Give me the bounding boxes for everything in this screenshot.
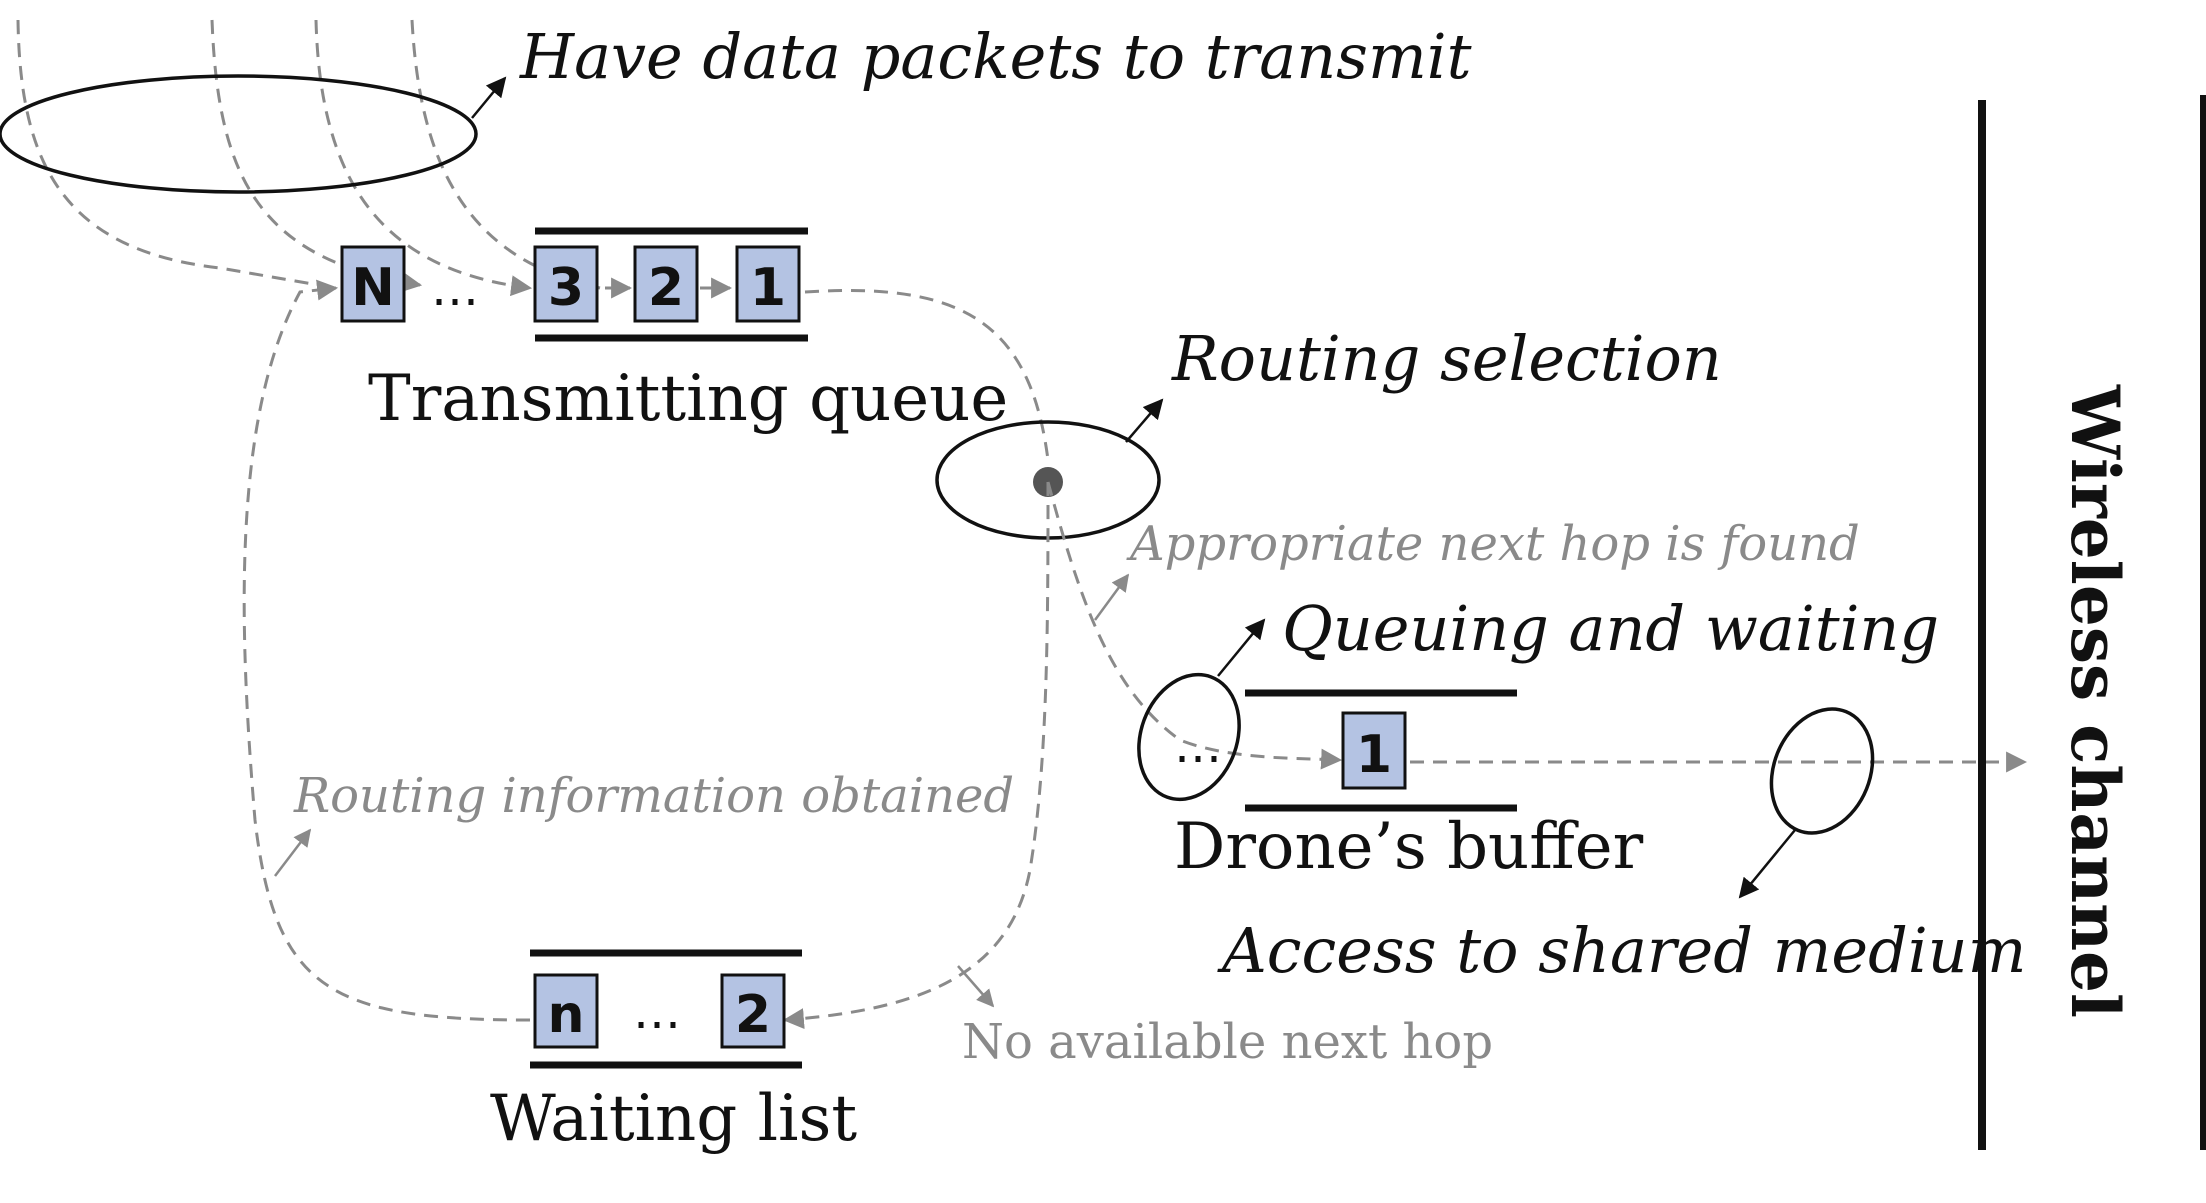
packet-box-1 [735,245,801,323]
drone-buffer: … 1 Queuing and waiting Drone’s buffer [1137,592,1939,884]
wireless-channel-label: Wireless channel [2056,384,2134,1018]
waiting-label-n: n [547,985,584,1045]
routing-selection-label: Routing selection [1171,322,1722,395]
incoming-flow-3 [314,19,533,297]
access-ellipse [1769,707,1875,835]
next-hop-found-pointer [1093,573,1130,621]
transmitting-queue: N … 3 2 1 Transmitting queue [340,227,1008,436]
packet-box-2 [633,245,699,323]
have-packets-label: Have data packets to transmit [519,20,1472,93]
waiting-ellipsis: … [633,984,681,1040]
routing-to-buffer-flow [1046,481,1343,770]
packet-label-1: 1 [750,258,786,318]
drones-buffer-label: Drone’s buffer [1174,810,1644,884]
waiting-box-n [533,973,599,1049]
routing-to-waiting-flow [782,481,1050,1030]
buffer-ellipsis: … [1174,718,1222,774]
packet-box-3 [533,245,599,323]
have-packets-pointer [471,76,507,119]
no-next-hop-label: No available next hop [962,1014,1493,1070]
routing-info-pointer [274,828,312,877]
packet-label-3: 3 [548,258,584,318]
incoming-flow-2 [210,19,423,293]
buffer-entry-ellipse [1137,672,1241,802]
queuing-pointer [1217,618,1266,677]
buffer-label-1: 1 [1356,725,1392,785]
no-next-hop-pointer [957,965,995,1008]
transmitting-queue-label: Transmitting queue [368,362,1008,436]
access-medium-label: Access to shared medium [1217,914,2026,987]
incoming-ellipse [0,74,478,194]
packet-label-n: N [351,258,395,318]
waiting-box-2 [720,973,786,1049]
waiting-list-label: Waiting list [490,1082,857,1156]
packet-box-n [340,245,406,323]
access-pointer [1738,829,1796,899]
waiting-to-queue-flow [242,279,531,1022]
packet-label-2: 2 [648,258,684,318]
routing-pointer [1125,398,1164,443]
routing-info-label: Routing information obtained [293,768,1014,824]
queue-ellipsis: … [431,261,479,317]
incoming-flow-1 [16,19,331,289]
queuing-waiting-label: Queuing and waiting [1282,592,1939,665]
waiting-list: n … 2 Waiting list [490,949,857,1156]
next-hop-found-label: Appropriate next hop is found [1126,516,1860,572]
queue-to-routing-flow [804,288,1050,461]
buffer-box-1 [1341,711,1407,790]
waiting-label-2: 2 [735,985,771,1045]
